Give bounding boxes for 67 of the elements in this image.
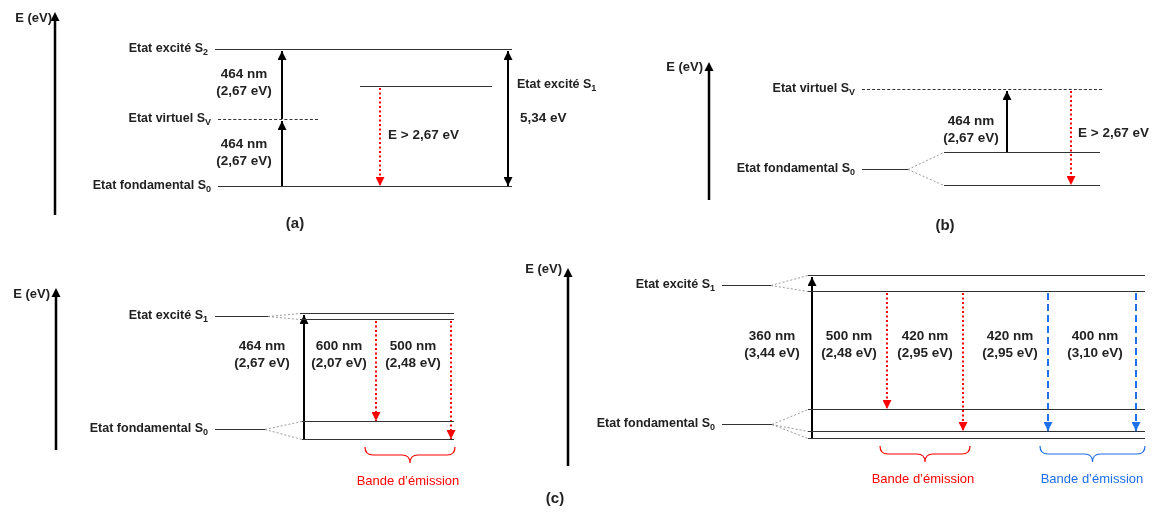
transition-arrow: [1066, 90, 1076, 186]
transition-arrow: [958, 292, 968, 432]
splitting-line: [907, 169, 945, 186]
state-label: Etat excité S$_{1}$: [635, 277, 715, 293]
transition-label: 464 nm (2,67 eV): [233, 338, 291, 372]
axis-label: E (eV): [15, 9, 52, 25]
splitting-line: [770, 275, 809, 286]
axis-label: E (eV): [666, 58, 703, 74]
transition-label: 400 nm (3,10 eV): [1066, 328, 1124, 362]
transition-label: 500 nm (2,48 eV): [820, 328, 878, 362]
transition-arrow: [371, 320, 381, 422]
energy-level-line: [300, 313, 454, 314]
state-label: Etat fondamental S$_{0}$: [596, 416, 715, 432]
energy-level-line: [808, 409, 1145, 410]
transition-arrow: [807, 276, 817, 439]
transition-label: 420 nm (2,95 eV): [896, 328, 954, 362]
transition-label: 464 nm (2,67 eV): [215, 136, 273, 170]
transition-label: 5,34 eV: [520, 109, 567, 127]
state-label: Etat fondamental S$_{0}$: [92, 178, 211, 194]
band-label: Bande d’émission: [1040, 470, 1144, 486]
energy-level-line: [808, 291, 1145, 292]
transition-arrow: [1131, 292, 1141, 432]
splitting-line: [907, 152, 945, 170]
transition-label: 420 nm (2,95 eV): [981, 328, 1039, 362]
transition-arrow: [277, 120, 287, 187]
transition-label: 500 nm (2,48 eV): [384, 338, 442, 372]
panel-label: (a): [285, 213, 305, 231]
energy-level-line: [302, 421, 454, 422]
splitting-line: [264, 429, 303, 440]
energy-level-line: [944, 185, 1100, 186]
state-label: Etat fondamental S$_{0}$: [89, 421, 208, 437]
transition-arrow: [446, 320, 456, 440]
state-label: Etat fondamental S$_{0}$: [736, 161, 855, 177]
transition-arrow: [277, 50, 287, 120]
splitting-line: [267, 316, 301, 320]
state-label: Etat excité S$_{1}$: [517, 77, 597, 93]
state-label: Etat virtuel S$_{V}$: [128, 111, 211, 127]
band-label: Bande d’émission: [356, 472, 460, 488]
transition-arrow: [299, 314, 309, 440]
state-label: Etat virtuel S$_{V}$: [772, 81, 855, 97]
transition-arrow: [503, 50, 513, 187]
transition-arrow: [1002, 90, 1012, 153]
transition-label: E > 2,67 eV: [388, 126, 459, 144]
splitting-line: [771, 409, 809, 425]
axis-label: E (eV): [525, 260, 562, 276]
transition-label: E > 2,67 eV: [1078, 124, 1149, 142]
transition-label: 600 nm (2,07 eV): [310, 338, 368, 372]
energy-level-line: [808, 275, 1145, 276]
energy-level-line: [808, 438, 1145, 439]
energy-level-line: [300, 319, 454, 320]
splitting-line: [771, 424, 809, 439]
state-label: Etat excité S$_{1}$: [128, 308, 208, 324]
energy-level-line: [302, 439, 454, 440]
band-label: Bande d’émission: [871, 470, 975, 486]
energy-level-line: [808, 431, 1145, 432]
transition-label: 464 nm (2,67 eV): [215, 66, 273, 100]
panel-label: (c): [545, 488, 565, 506]
transition-arrow: [375, 87, 385, 187]
transition-arrow: [882, 292, 892, 410]
transition-label: 464 nm (2,67 eV): [942, 113, 1000, 147]
axis-label: E (eV): [13, 285, 50, 301]
panel-label: (b): [935, 215, 955, 233]
transition-label: 360 nm (3,44 eV): [743, 328, 801, 362]
energy-level-line: [944, 152, 1100, 153]
state-label: Etat excité S$_{2}$: [128, 41, 208, 57]
splitting-line: [770, 285, 809, 292]
transition-arrow: [1043, 292, 1053, 432]
